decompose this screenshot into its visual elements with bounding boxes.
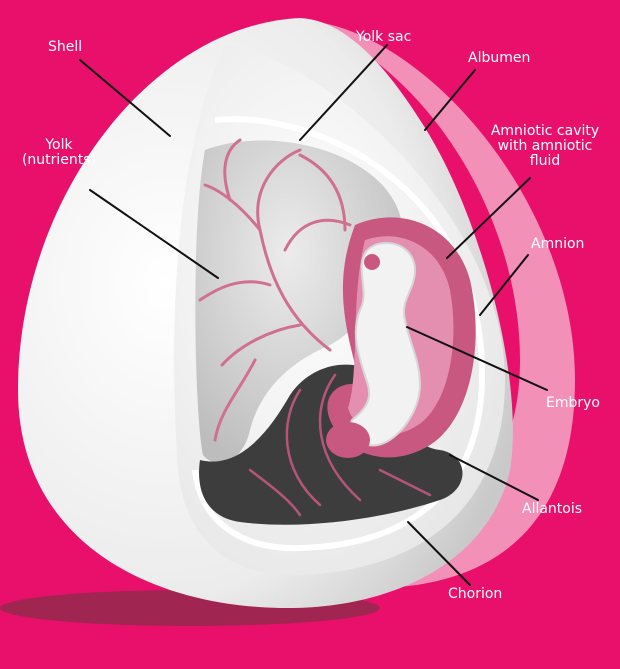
label-amniotic-cavity-line-3: fluid [529,153,561,169]
leader-amniotic-cavity [446,177,531,259]
label-chorion: Chorion [448,586,503,602]
leader-yolk [89,189,219,279]
label-allantois: Allantois [522,501,583,517]
leader-albumen [424,69,476,131]
leader-lines [79,44,548,586]
label-embryo: Embryo [546,395,600,411]
leader-shell [79,59,171,137]
label-yolk-line-2: (nutrients) [21,152,97,168]
label-shell: Shell [48,39,83,55]
label-albumen: Albumen [468,50,531,66]
leader-chorion [407,521,471,586]
label-amnion: Amnion [531,236,585,252]
leader-amnion [479,254,529,316]
label-amniotic-cavity-line-1: Amniotic cavity [490,123,600,139]
label-yolk: Yolk (nutrients) [14,138,104,168]
label-amniotic-cavity: Amniotic cavity with amniotic fluid [480,124,610,169]
label-yolk-sac: Yolk sac [356,29,412,45]
label-yolk-line-1: Yolk [45,137,73,153]
embryo-tail-sac [326,422,370,458]
leader-allantois [449,454,539,501]
label-amniotic-cavity-line-2: with amniotic [497,138,593,154]
allantois-vessels [248,373,432,517]
yolk-blood-vessels [198,138,352,442]
leader-yolk-sac [299,44,388,141]
embryo-eye [364,254,380,270]
chorion-membrane [192,116,486,552]
yolk-sac [195,140,403,463]
leader-embryo [406,326,548,391]
